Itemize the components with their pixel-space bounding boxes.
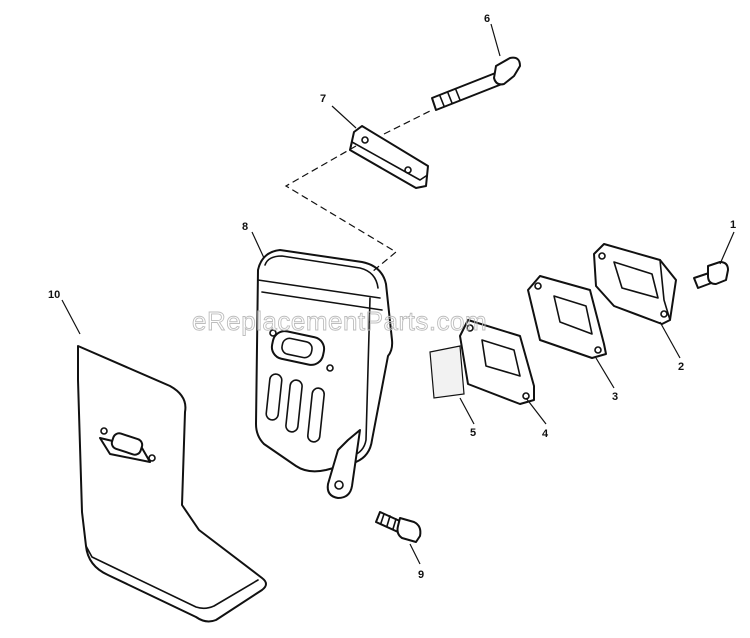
- part-5-spark-screen[interactable]: [429, 345, 465, 399]
- part-8-muffler[interactable]: [255, 249, 394, 499]
- callout-5[interactable]: 5: [470, 427, 476, 439]
- callout-labels: 1 2 3 4 5 6 7 8 9 10: [48, 13, 736, 581]
- watermark-text: eReplacementParts.com: [192, 306, 487, 336]
- part-7-bracket-plate[interactable]: [349, 125, 429, 189]
- part-1-screw[interactable]: [693, 261, 729, 289]
- callout-3[interactable]: 3: [612, 391, 618, 403]
- part-10-heat-shield[interactable]: [77, 345, 267, 623]
- part-3-gasket-plate[interactable]: [527, 275, 607, 359]
- alignment-lines: [284, 109, 433, 273]
- callout-9[interactable]: 9: [418, 569, 424, 581]
- part-9-flange-bolt[interactable]: [375, 511, 422, 543]
- part-2-flange[interactable]: [593, 243, 677, 325]
- callout-1[interactable]: 1: [730, 219, 736, 231]
- callout-8[interactable]: 8: [242, 221, 248, 233]
- callout-6[interactable]: 6: [484, 13, 490, 25]
- callout-7[interactable]: 7: [320, 93, 326, 105]
- leader-lines: [61, 23, 735, 565]
- part-4-gasket[interactable]: [459, 319, 535, 405]
- part-6-long-bolt[interactable]: [431, 56, 521, 111]
- callout-2[interactable]: 2: [678, 361, 684, 373]
- callout-4[interactable]: 4: [542, 428, 549, 440]
- callout-10[interactable]: 10: [48, 289, 60, 301]
